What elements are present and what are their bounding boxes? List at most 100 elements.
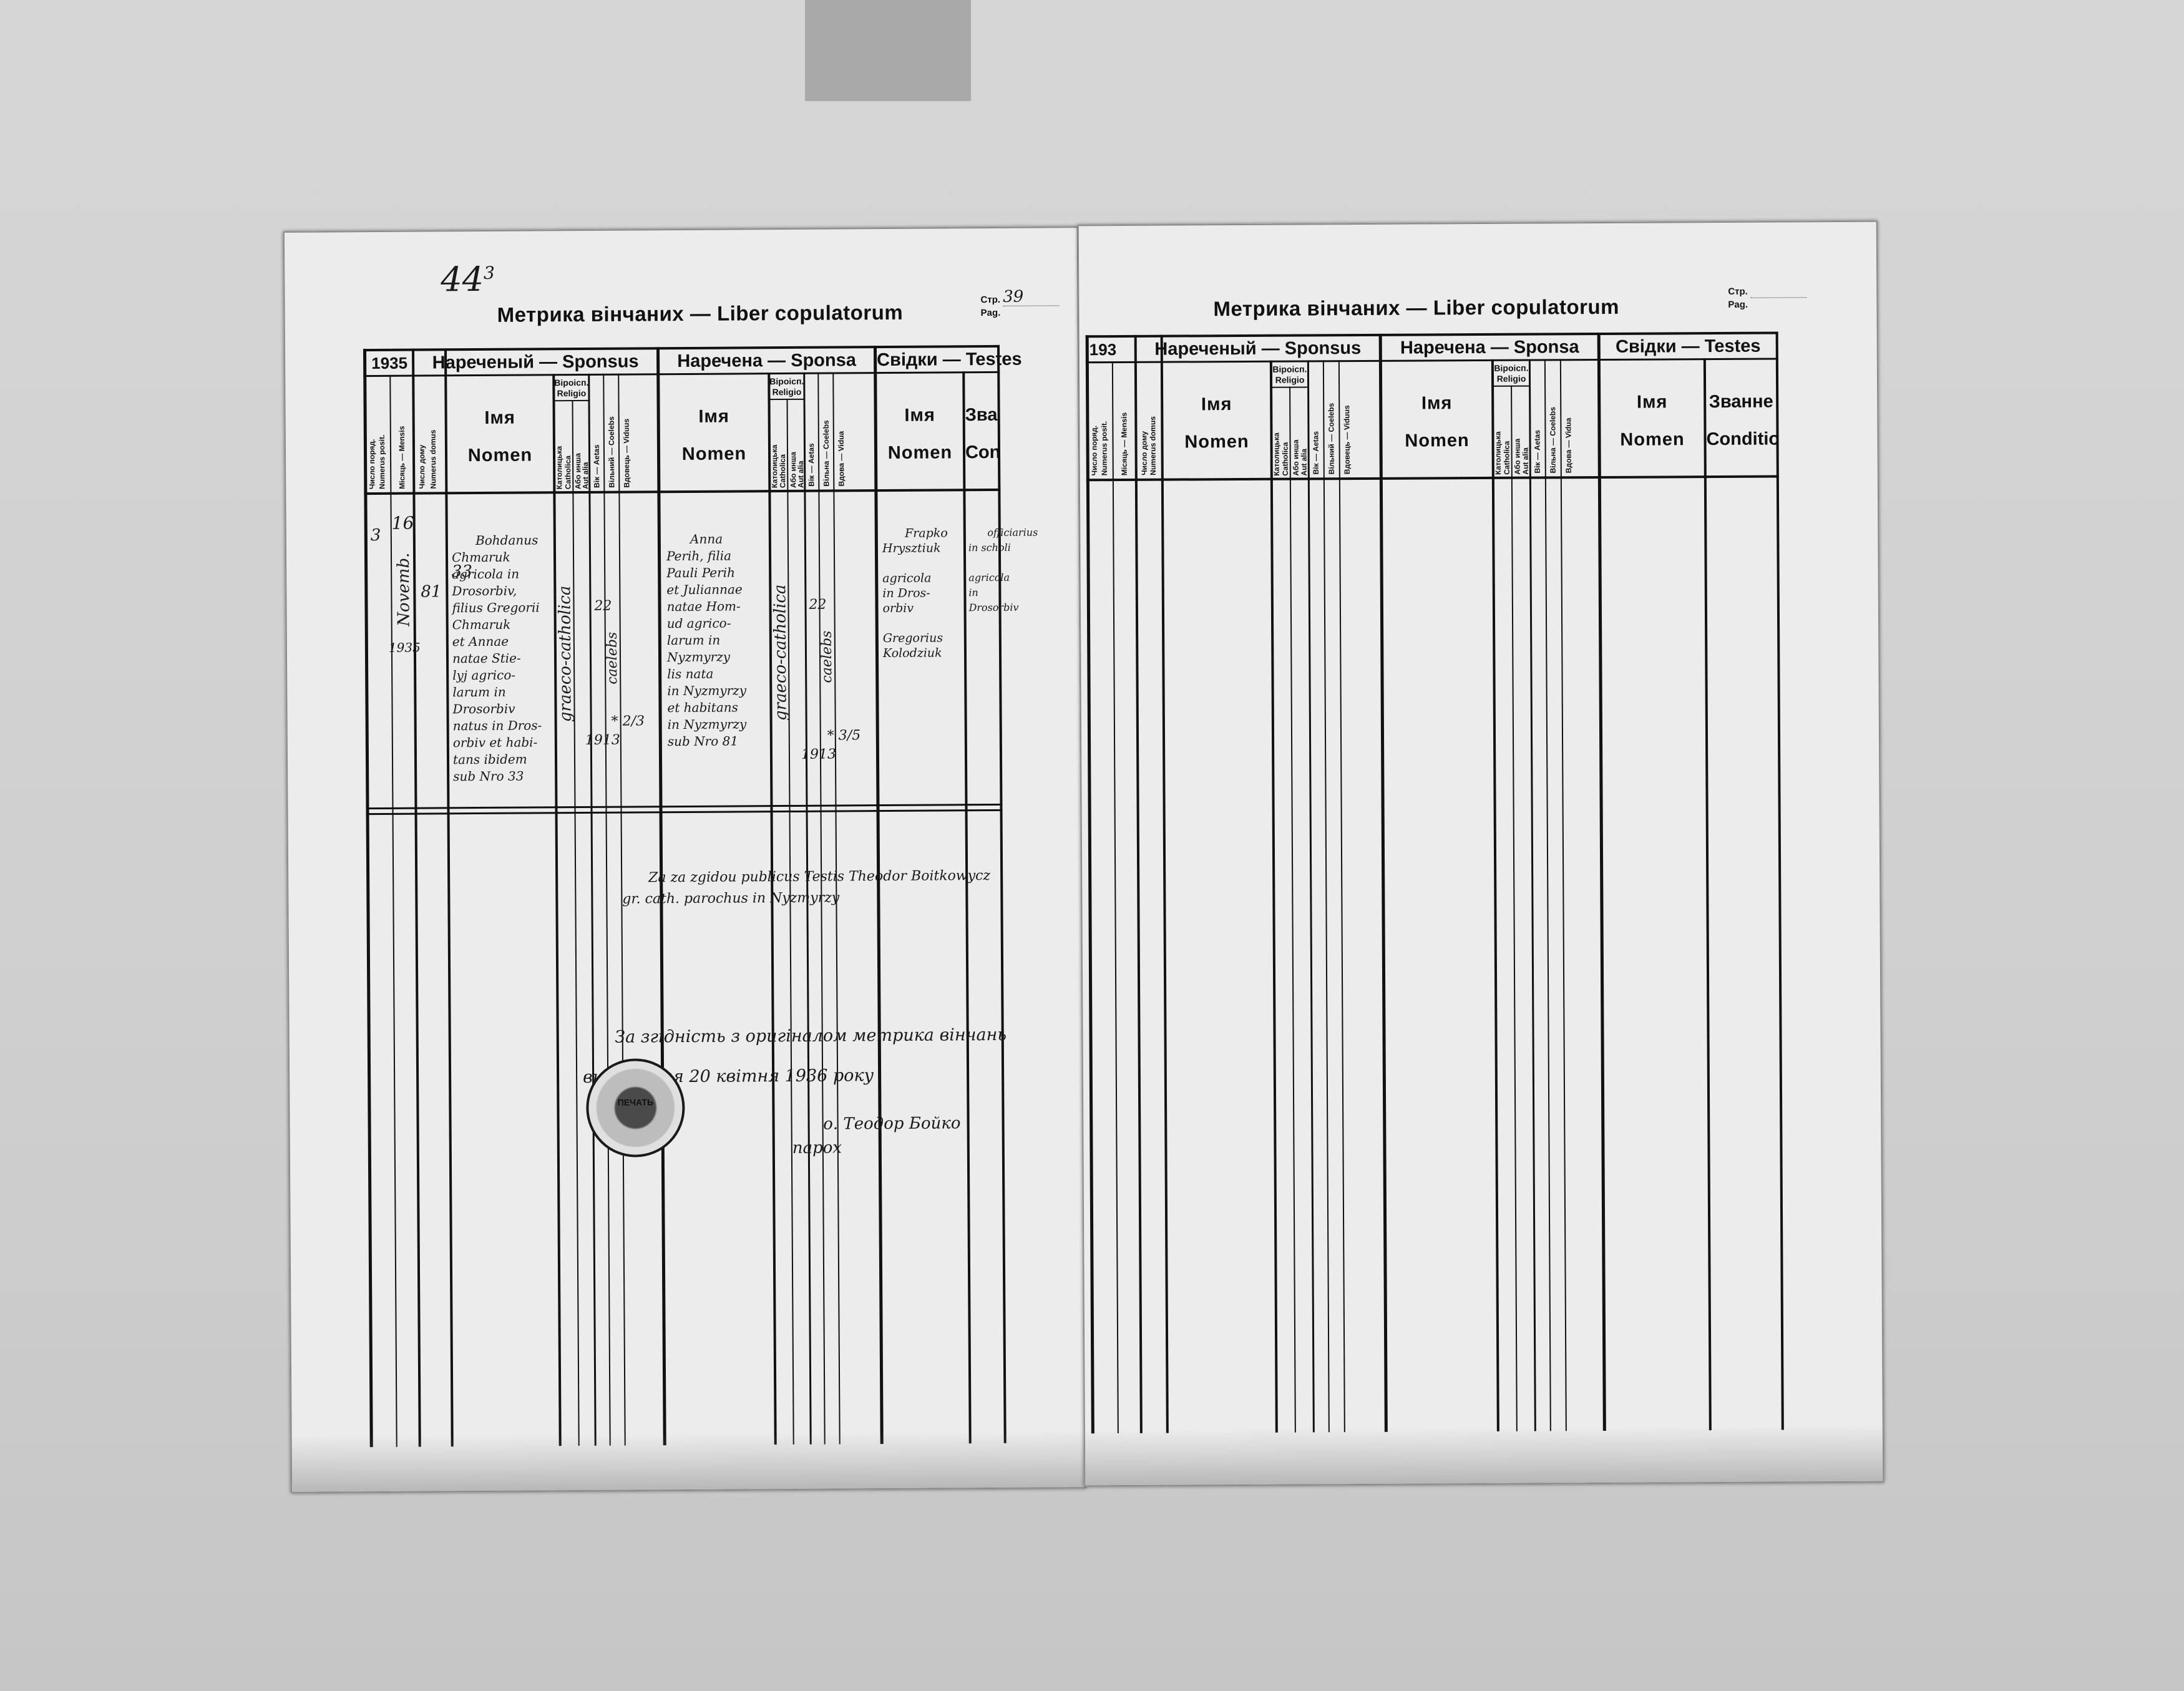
col-label-imya: Імя <box>484 407 515 428</box>
col-rule <box>1111 361 1119 1434</box>
col-label-religio: Віроісп.Religio <box>554 377 589 399</box>
col-rule <box>1378 333 1388 1432</box>
table-rule-header-bottom <box>1086 475 1779 482</box>
col-label-nomen-sponsa: Nomen <box>681 444 747 465</box>
col-label-aetas: Вік — Aetas <box>1311 431 1320 475</box>
col-label-zvanie: Званне <box>1709 391 1773 412</box>
right-register-page: Метрика вінчаних — Liber copulatorum Стр… <box>1077 220 1884 1487</box>
col-label-nomen-sponsa: Nomen <box>1405 431 1470 451</box>
col-label-imya-sponsa: Імя <box>698 406 729 427</box>
groom-age: 22 <box>594 598 612 614</box>
page-label-ua: Стр. <box>1728 286 1748 297</box>
sponsa-header: Наречена — Sponsa <box>677 350 857 372</box>
col-rule <box>1544 359 1551 1431</box>
entry-year: 1935 <box>388 640 421 655</box>
col-label-viduus: Вдовець — Viduus <box>1342 405 1352 475</box>
folio-number: 443 <box>441 259 495 300</box>
col-rule <box>1775 331 1784 1430</box>
priest-signature: о. Теодор Бойко парох <box>792 1114 961 1157</box>
groom-religion: graeco-catholica <box>555 585 575 723</box>
binding-tab <box>805 0 971 101</box>
col-label-nomen: Nomen <box>1184 431 1249 452</box>
col-label-aut-lat: Aut alia <box>1299 449 1309 476</box>
page-label-ua: Стр. <box>980 294 1001 306</box>
religio-rule-sponsa <box>768 398 804 401</box>
col-label-vidua: Вдова — Vidua <box>836 431 846 487</box>
col-label-caelebs-sponsa: Вільна — Coelebs <box>1548 407 1558 474</box>
bride-status: caelebs <box>819 630 836 683</box>
entry-month: Novemb. <box>394 552 414 626</box>
groom-birth: * 2/3 1913 <box>585 713 645 748</box>
col-label-catholica-lat: Catholica <box>1280 442 1290 476</box>
col-label-imya: Імя <box>1201 394 1232 415</box>
col-rule <box>1269 360 1278 1433</box>
col-label-vidua: Вдова — Vidua <box>1564 417 1573 474</box>
col-label-number-ua: Число поряд. <box>1090 425 1099 476</box>
col-label-religio-sponsa: Віроісп.Religio <box>1494 363 1529 384</box>
col-label-catholica-ua: Католицька <box>1272 432 1281 476</box>
page-label-lat: Pag. <box>980 307 1001 319</box>
col-rule <box>1338 360 1345 1433</box>
witness-names: Frapko Hrysztiuk agricola in Dros- orbiv… <box>882 526 948 661</box>
groom-status: caelebs <box>604 631 621 685</box>
col-label-conditio: Conditio <box>965 442 998 463</box>
col-label-conditio: Conditio <box>1706 429 1777 450</box>
col-rule <box>603 373 611 1446</box>
col-rule <box>1703 358 1712 1431</box>
col-label-aut-lat: Aut alia <box>581 462 590 490</box>
water-stain <box>1085 1425 1883 1486</box>
page-number-box: Стр. 39 Pag. <box>980 287 1060 319</box>
col-label-imya-sponsa: Імя <box>1421 393 1453 414</box>
col-label-aetas-sponsa: Вік — Aetas <box>806 443 816 487</box>
col-label-zvanie: Званне <box>965 404 998 426</box>
col-rule <box>363 349 373 1448</box>
water-stain <box>291 1431 1085 1492</box>
col-label-catholica-lat: Catholica <box>563 456 573 490</box>
bride-birth: * 3/5 1913 <box>801 728 861 763</box>
col-label-month: Місяць — Mensis <box>1119 412 1129 476</box>
col-label-nomen-testes: Nomen <box>1620 429 1685 450</box>
page-number: 39 <box>1003 287 1024 306</box>
entry-day: 16 <box>391 512 414 534</box>
col-rule <box>1160 334 1169 1433</box>
col-rule <box>389 374 397 1447</box>
table-rule-header-bottom <box>364 488 1001 495</box>
col-label-catholica-ua: Католицька <box>1493 431 1503 475</box>
col-label-nomen-testes: Nomen <box>887 442 953 463</box>
testes-header: Свідки — Testes <box>1615 336 1761 357</box>
col-label-imya-testes: Імя <box>904 405 935 426</box>
col-label-catholica-ua: Католицька <box>554 446 564 490</box>
col-rule <box>1322 360 1330 1433</box>
col-label-number-lat: Numerus posit. <box>377 434 387 489</box>
col-label-house-lat: Numerus domus <box>428 429 438 489</box>
bride-name: Anna Perih, filia Pauli Perih et Juliann… <box>666 531 747 749</box>
sponsus-header: Нареченый — Sponsus <box>1154 338 1362 359</box>
folio-superscript: 3 <box>483 262 495 283</box>
col-label-catholica-lat: Catholica <box>1502 441 1511 475</box>
testes-header: Свідки — Testes <box>877 349 1022 371</box>
col-label-caelebs: Вільний — Coelebs <box>607 416 617 488</box>
religio-rule-sponsus <box>552 399 588 402</box>
col-label-catholica-lat: Catholica <box>778 454 787 489</box>
col-label-religio-sponsa: Віроісп.Religio <box>769 376 804 397</box>
annotation-publicus: Za za zgidou publicus Testis Theodor Boi… <box>622 868 991 907</box>
page-label-lat: Pag. <box>1728 299 1748 310</box>
bride-age: 22 <box>809 597 827 613</box>
col-label-nomen: Nomen <box>467 445 533 466</box>
left-register-page: 443 Метрика вінчаних — Liber copulatorum… <box>283 227 1086 1493</box>
sponsa-header: Наречена — Sponsa <box>1400 337 1579 358</box>
col-label-house-ua: Число дому <box>1139 431 1149 475</box>
col-rule <box>572 400 580 1446</box>
col-rule <box>552 374 562 1446</box>
religio-rule-sponsus <box>1270 386 1308 388</box>
col-rule <box>1289 386 1296 1433</box>
col-label-viduus: Вдовець — Viduus <box>622 418 631 488</box>
page-number-box: Стр. Pag. <box>1728 285 1807 311</box>
col-rule <box>1511 385 1518 1431</box>
col-label-aut-lat: Aut alia <box>1521 447 1530 475</box>
entry-number: 3 <box>370 525 381 545</box>
col-label-number-lat: Numerus posit. <box>1099 421 1109 476</box>
page-number-line <box>1750 297 1807 298</box>
table-rule-entry-bottom-2 <box>366 809 1003 816</box>
table-rule-entry-bottom-1 <box>366 803 1003 810</box>
